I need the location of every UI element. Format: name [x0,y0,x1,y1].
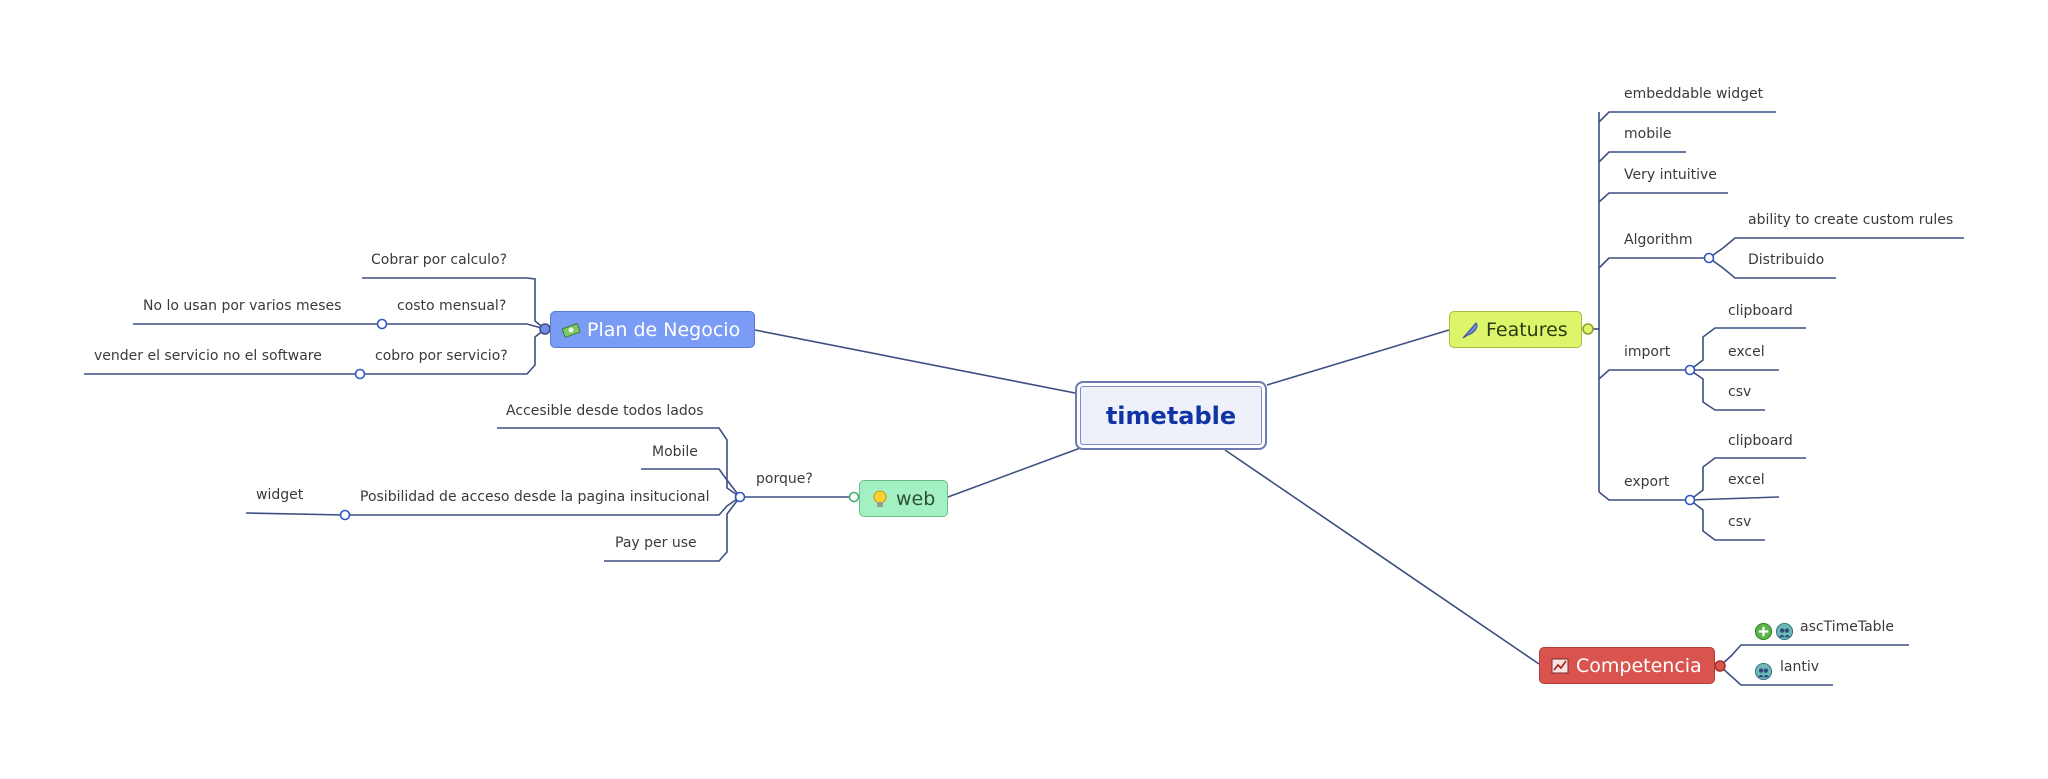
plan-connector-dot [539,323,551,335]
subtopic-accesible[interactable]: Accesible desde todos lados [506,403,704,419]
connector-comp-lantiv [1719,665,1833,686]
porque-connector-dot [734,491,746,503]
subtopic-vender-servicio[interactable]: vender el servicio no el software [94,348,322,364]
export-connector-dot [1684,494,1696,506]
connector-features-import [1598,369,1690,380]
posibilidad-connector-dot [339,509,351,521]
connector-porque-mobile [641,468,741,498]
connector-import-csv [1689,369,1765,411]
connector-features-mobile [1598,151,1686,163]
subtopic-cobrar[interactable]: Cobrar por calculo? [371,252,508,268]
subtopic-export-excel[interactable]: excel [1728,472,1765,488]
connector-porque-pay [604,496,741,562]
subtopic-import-clipboard[interactable]: clipboard [1728,303,1793,319]
people-icon [1754,662,1773,681]
connector-import-clipboard [1689,327,1806,371]
connector-central-competencia [1224,449,1540,665]
plus-icon [1754,622,1773,641]
subtopic-very-intuitive[interactable]: Very intuitive [1624,167,1717,183]
connector-plan-cobro [360,328,546,375]
topic-web-label: web [896,487,936,510]
connector-export-excel [1689,496,1780,501]
algorithm-connector-dot [1703,252,1715,264]
subtopic-embeddable-widget[interactable]: embeddable widget [1624,86,1764,102]
costo-connector-dot [376,318,388,330]
web-connector-dot [848,491,860,503]
topic-competencia-label: Competencia [1576,654,1702,677]
connector-central-features [1266,329,1450,386]
subtopic-widget[interactable]: widget [256,487,304,503]
subtopic-distribuido[interactable]: Distribuido [1748,252,1825,268]
connector-posibilidad-widget [245,512,346,516]
people-icon [1775,622,1794,641]
lantiv-icons [1754,662,1773,681]
lightbulb-icon [873,490,887,507]
topic-competencia[interactable]: Competencia [1539,647,1715,684]
subtopic-export-csv[interactable]: csv [1728,514,1752,530]
subtopic-lantiv[interactable]: lantiv [1780,659,1820,675]
subtopic-posibilidad[interactable]: Posibilidad de acceso desde la pagina in… [360,489,710,505]
topic-plan-de-negocio[interactable]: Plan de Negocio [550,311,755,348]
central-topic[interactable]: timetable [1075,381,1267,450]
features-connector-dot [1582,323,1594,335]
connector-algorithm-custom [1708,237,1964,259]
subtopic-mobile-web[interactable]: Mobile [652,444,698,460]
connector-export-clipboard [1689,457,1806,501]
subtopic-import[interactable]: import [1624,344,1671,360]
connector-porque-posibilidad [345,496,741,516]
subtopic-export-clipboard[interactable]: clipboard [1728,433,1793,449]
connector-plan-cobrar [362,277,546,330]
subtopic-import-excel[interactable]: excel [1728,344,1765,360]
subtopic-cobro-por-servicio[interactable]: cobro por servicio? [375,348,508,364]
subtopic-import-csv[interactable]: csv [1728,384,1752,400]
subtopic-custom-rules[interactable]: ability to create custom rules [1748,212,1954,228]
topic-web[interactable]: web [859,480,948,517]
connector-features-embeddable [1598,111,1776,123]
connector-export-csv [1689,499,1765,541]
connector-algorithm-distribuido [1708,257,1836,279]
subtopic-mobile-features[interactable]: mobile [1624,126,1672,142]
import-connector-dot [1684,364,1696,376]
money-icon [561,322,581,338]
connector-features-intuitive [1598,192,1728,203]
connector-central-web [947,446,1084,498]
connector-features-export [1598,491,1690,501]
subtopic-no-lo-usan[interactable]: No lo usan por varios meses [143,298,342,314]
topic-features[interactable]: Features [1449,311,1582,348]
feather-icon [1462,321,1478,338]
asc-icons [1754,622,1794,641]
topic-features-label: Features [1486,318,1568,341]
connector-comp-asc [1719,644,1909,667]
subtopic-porque[interactable]: porque? [756,471,813,487]
subtopic-algorithm[interactable]: Algorithm [1624,232,1693,248]
connector-features-algorithm [1598,257,1709,269]
subtopic-export[interactable]: export [1624,474,1670,490]
central-topic-label: timetable [1105,401,1237,430]
subtopic-pay-per-use[interactable]: Pay per use [615,535,697,551]
connector-plan-costo [382,323,546,330]
competencia-connector-dot [1714,660,1726,672]
subtopic-asctimetable[interactable]: ascTimeTable [1800,619,1895,635]
topic-plan-label: Plan de Negocio [587,318,741,341]
subtopic-costo-mensual[interactable]: costo mensual? [397,298,507,314]
connector-porque-accesible [497,427,741,498]
cobro-connector-dot [354,368,366,380]
chart-icon [1551,658,1569,673]
connector-central-plan [754,329,1076,394]
